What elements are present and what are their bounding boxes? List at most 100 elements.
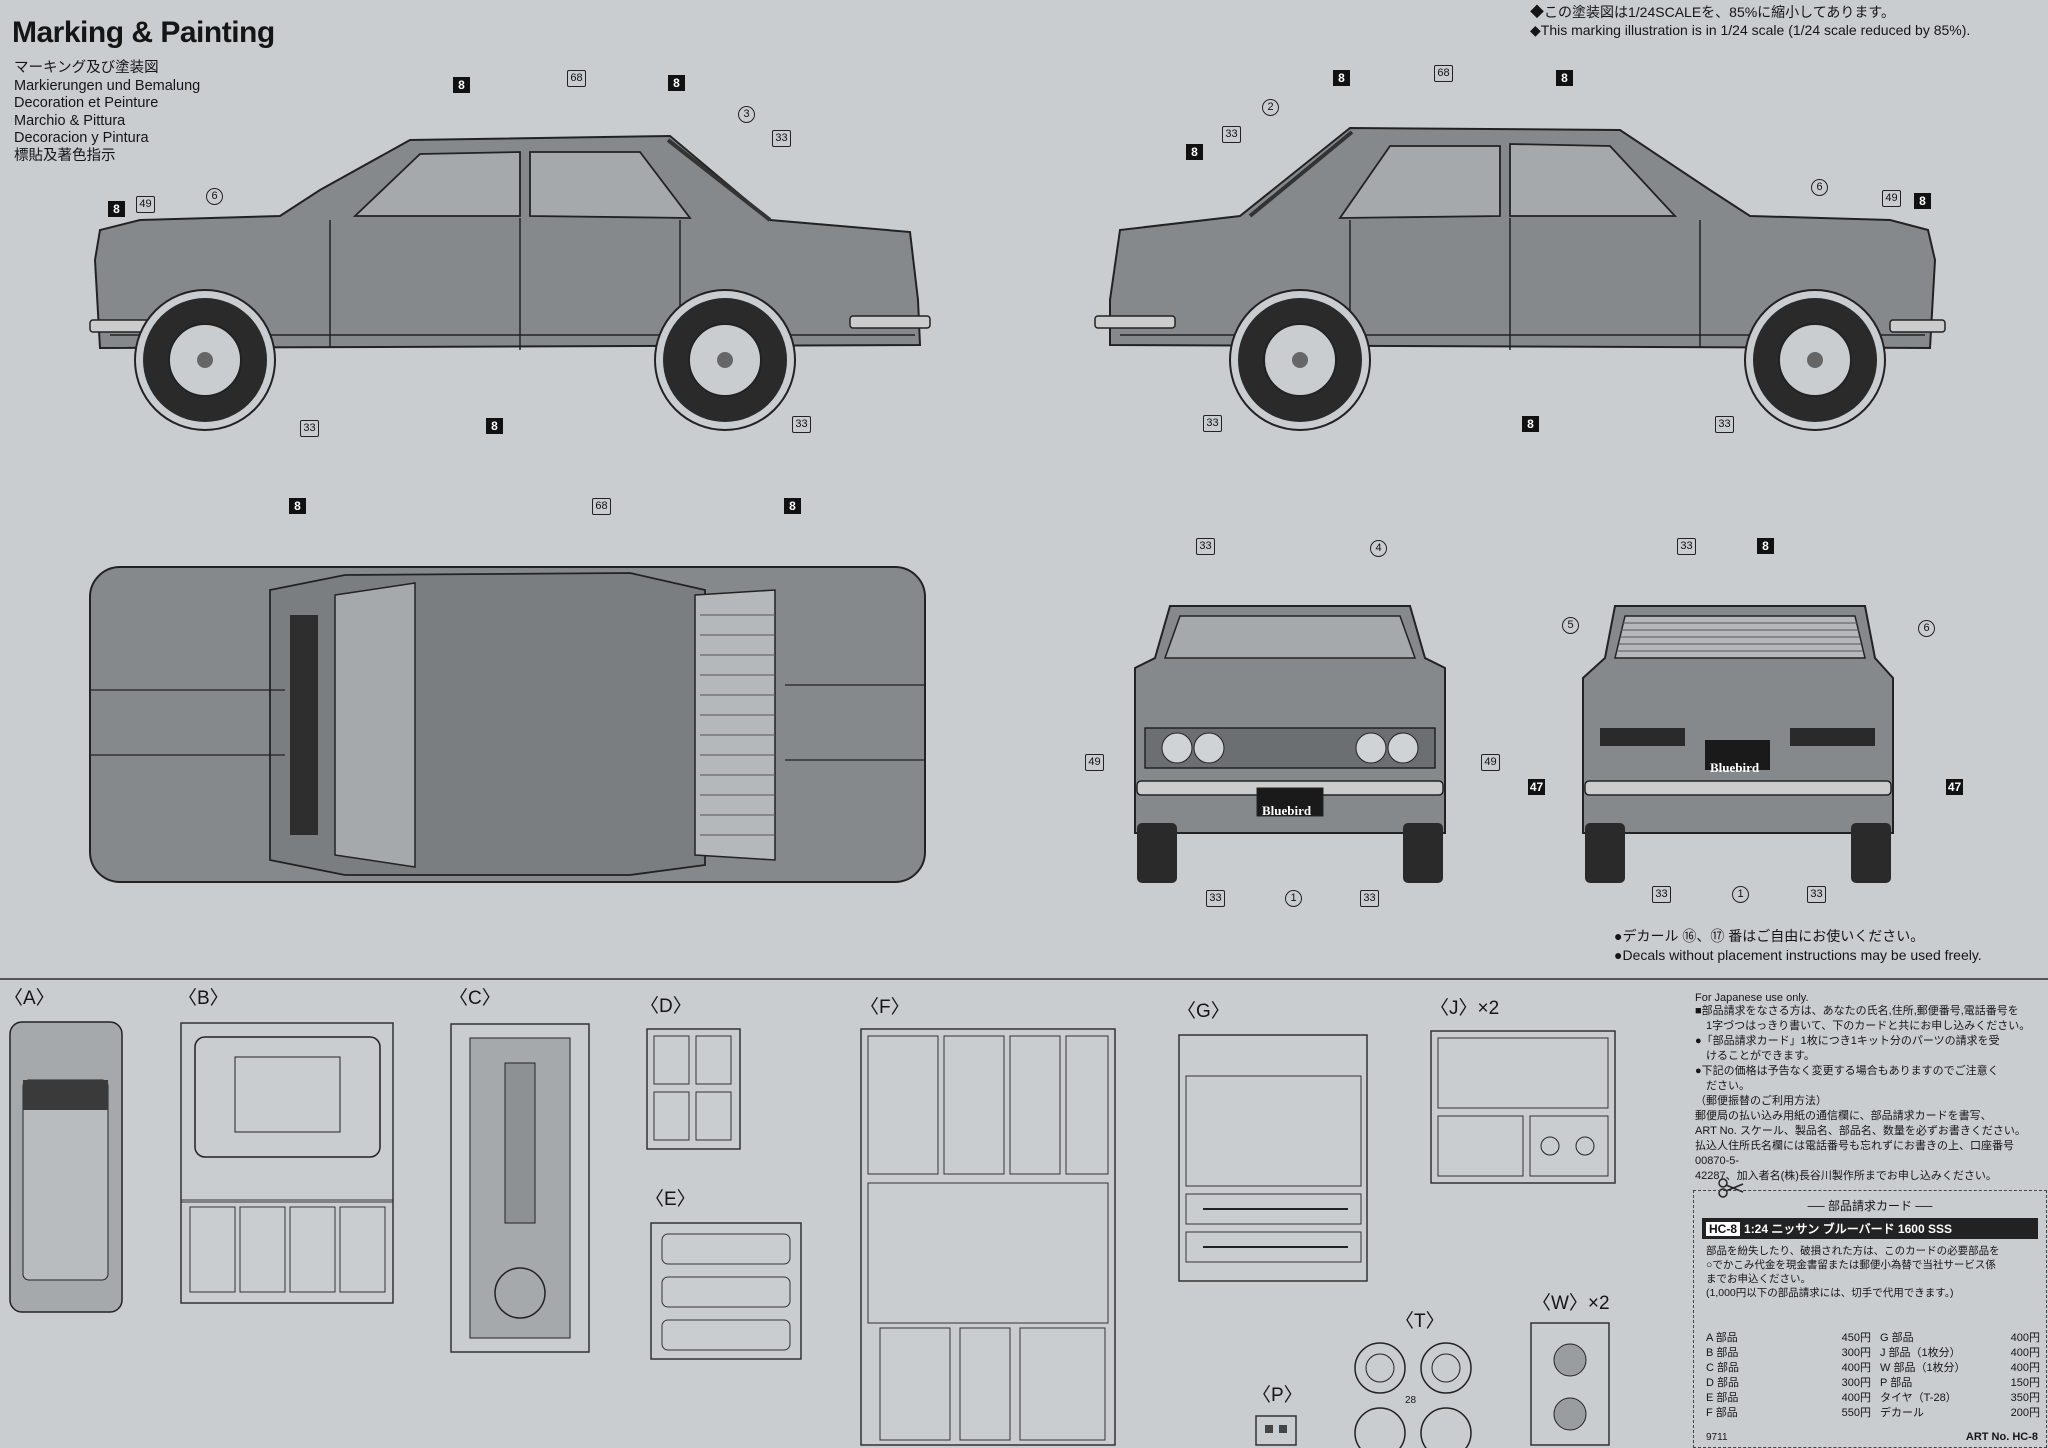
page-title: Marking & Painting bbox=[12, 16, 275, 49]
callout-33: 33 bbox=[1206, 890, 1225, 907]
callout-47: 47 bbox=[1528, 779, 1545, 795]
sprue-w-diagram bbox=[1530, 1322, 1610, 1446]
sprue-p-diagram bbox=[1255, 1415, 1297, 1446]
callout-5: 5 bbox=[1562, 617, 1579, 634]
callout-47: 47 bbox=[1946, 779, 1963, 795]
callout-33: 33 bbox=[1222, 126, 1241, 143]
car-rear-view bbox=[1582, 605, 1894, 883]
order-info-line: けることができます。 bbox=[1695, 1050, 1815, 1062]
callout-6: 6 bbox=[1811, 179, 1828, 196]
order-card-line: (1,000円以下の部品請求には、切手で代用できます。) bbox=[1706, 1287, 1954, 1299]
language-list: マーキング及び塗装図 Markierungen und Bemalung Dec… bbox=[14, 60, 200, 165]
callout-49: 49 bbox=[1481, 754, 1500, 771]
language-line: Decoration et Peinture bbox=[14, 95, 159, 111]
scale-note-jp: ◆この塗装図は1/24SCALEを、85%に縮小してあります。 bbox=[1530, 4, 1895, 20]
callout-2: 2 bbox=[1262, 99, 1279, 116]
order-info-heading: For Japanese use only. bbox=[1695, 992, 1809, 1004]
callout-6: 6 bbox=[1918, 620, 1935, 637]
sprue-label-w: 〈W〉×2 bbox=[1532, 1293, 1610, 1314]
callout-8: 8 bbox=[453, 77, 470, 93]
callout-1: 1 bbox=[1285, 890, 1302, 907]
callout-8: 8 bbox=[1757, 538, 1774, 554]
sprue-e-diagram bbox=[650, 1222, 802, 1360]
callout-33: 33 bbox=[792, 416, 811, 433]
rear-license-plate: Bluebird bbox=[1710, 760, 1760, 775]
callout-8: 8 bbox=[784, 498, 801, 514]
sprue-f-diagram bbox=[860, 1028, 1116, 1446]
callout-49: 49 bbox=[136, 196, 155, 213]
sprue-label-j: 〈J〉×2 bbox=[1430, 998, 1500, 1019]
language-line: Marchio & Pittura bbox=[14, 112, 126, 129]
order-info-line: ださい。 bbox=[1695, 1080, 1750, 1092]
callout-8: 8 bbox=[1556, 70, 1573, 86]
order-info-line: ■部品請求をなさる方は、あなたの氏名,住所,郵便番号,電話番号を bbox=[1695, 1005, 2019, 1017]
order-card-line: ○でかこみ代金を現金書留または郵便小為替で当社サービス係 bbox=[1706, 1259, 1996, 1271]
callout-8: 8 bbox=[289, 498, 306, 514]
language-line: Decoracion y Pintura bbox=[14, 130, 149, 146]
callout-8: 8 bbox=[1914, 193, 1931, 209]
order-card-line: までお申込ください。 bbox=[1706, 1273, 1811, 1285]
callout-33: 33 bbox=[772, 130, 791, 147]
decal-note-en: ●Decals without placement instructions m… bbox=[1614, 947, 1982, 963]
language-line: 標貼及著色指示 bbox=[14, 147, 116, 164]
model-line: 1:24 ニッサン ブルーバード 1600 SSS bbox=[1744, 1222, 1952, 1236]
callout-8: 8 bbox=[1333, 70, 1350, 86]
car-side-view-right bbox=[1094, 126, 1946, 431]
callout-8: 8 bbox=[108, 201, 125, 217]
callout-68: 68 bbox=[567, 70, 586, 87]
callout-33: 33 bbox=[1652, 886, 1671, 903]
callout-68: 68 bbox=[592, 498, 611, 515]
language-line: Markierungen und Bemalung bbox=[14, 77, 201, 94]
callout-8: 8 bbox=[1522, 416, 1539, 432]
order-info-line: ●下記の価格は予告なく変更する場合もありますのでご注意く bbox=[1695, 1065, 1999, 1077]
sprue-j-diagram bbox=[1430, 1030, 1616, 1184]
tire-count: 28 bbox=[1405, 1395, 1417, 1406]
callout-1: 1 bbox=[1732, 886, 1749, 903]
callout-33: 33 bbox=[1196, 538, 1215, 555]
callout-33: 33 bbox=[1360, 890, 1379, 907]
sprue-label-g: 〈G〉 bbox=[1177, 1001, 1230, 1022]
order-info-line: ART No. スケール、製品名、部品名、数量を必ずお書きください。 bbox=[1695, 1125, 2026, 1137]
order-info-line: ●「部品請求カード」1枚につき1キット分のパーツの請求を受 bbox=[1695, 1035, 2000, 1047]
sprue-b-diagram bbox=[180, 1022, 394, 1304]
sprue-label-e: 〈E〉 bbox=[645, 1189, 696, 1210]
front-license-plate: Bluebird bbox=[1262, 803, 1312, 818]
car-front-view bbox=[1134, 605, 1446, 883]
scale-note-en: ◆This marking illustration is in 1/24 sc… bbox=[1530, 22, 1971, 38]
callout-49: 49 bbox=[1085, 754, 1104, 771]
sprue-a-diagram bbox=[9, 1021, 123, 1313]
order-info: For Japanese use only. ■部品請求をなさる方は、あなたの氏… bbox=[1695, 992, 2047, 1184]
callout-68: 68 bbox=[1434, 65, 1453, 82]
callout-33: 33 bbox=[1807, 886, 1826, 903]
sprue-label-p: 〈P〉 bbox=[1252, 1385, 1303, 1406]
callout-3: 3 bbox=[738, 106, 755, 123]
order-info-line: 郵便局の払い込み用紙の通信欄に、部品請求カードを書写、 bbox=[1695, 1110, 1992, 1122]
sprue-label-d: 〈D〉 bbox=[640, 996, 692, 1017]
order-code: 9711 bbox=[1706, 1432, 1728, 1443]
callout-8: 8 bbox=[668, 75, 685, 91]
sprue-g-diagram bbox=[1178, 1034, 1368, 1282]
sprue-c-diagram bbox=[450, 1023, 590, 1353]
price-row: J 部品（1枚分）400円 bbox=[1880, 1347, 2040, 1359]
callout-4: 4 bbox=[1370, 540, 1387, 557]
model-tag: HC-8 bbox=[1706, 1222, 1741, 1236]
callout-6: 6 bbox=[206, 188, 223, 205]
decal-note-jp: ●デカール ⑯、⑰ 番はご自由にお使いください。 bbox=[1614, 928, 1925, 944]
sprue-label-t: 〈T〉 bbox=[1395, 1311, 1445, 1332]
car-side-view-left bbox=[89, 134, 931, 431]
order-info-line: 1字づつはっきり書いて、下のカードと共にお申し込みください。 bbox=[1695, 1020, 2031, 1032]
order-info-line: （郵便振替のご利用方法） bbox=[1695, 1095, 1827, 1107]
order-card-title: ── 部品請求カード ── bbox=[1807, 1199, 1933, 1213]
price-row: W 部品（1枚分）400円 bbox=[1880, 1362, 2040, 1374]
language-line: マーキング及び塗装図 bbox=[14, 60, 159, 76]
price-row: タイヤ（T-28）350円 bbox=[1880, 1392, 2040, 1404]
sprue-label-c: 〈C〉 bbox=[449, 988, 501, 1009]
